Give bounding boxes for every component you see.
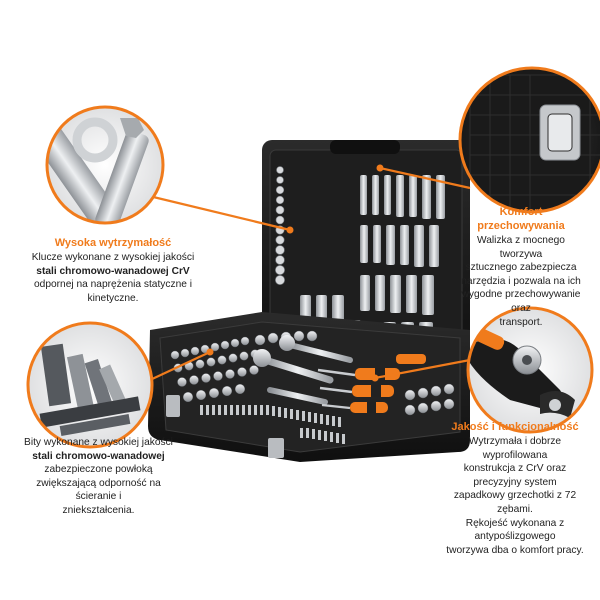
callout-function-line2: konstrukcja z CrV oraz precyzyjny system	[463, 463, 567, 488]
callout-strength-line4: kinetyczne.	[87, 292, 139, 304]
callout-storage-line2: sztucznego zabezpiecza	[465, 262, 577, 274]
callout-strength: Wysoka wytrzymałość Klucze wykonane z wy…	[28, 236, 198, 305]
callout-strength-bold: stali chromowo-wanadowej CrV	[36, 265, 190, 277]
callout-strength-line3: odpornej na naprężenia statyczne i	[33, 279, 192, 291]
screwdrivers	[317, 354, 426, 413]
callout-bits-line5: zniekształcenia.	[62, 504, 135, 516]
socket-grid	[170, 330, 318, 403]
callout-bits-line3: zabezpieczone powłoką	[44, 464, 153, 476]
callout-bits: Bity wykonane z wysokiej jakości stali c…	[16, 436, 181, 518]
callout-storage-line5: transport.	[499, 316, 543, 328]
callout-storage-title: Komfort przechowywania	[477, 206, 565, 232]
detail-circle-case	[458, 66, 600, 214]
callout-strength-line1: Klucze wykonane z wysokiej jakości	[31, 252, 195, 263]
callout-bits-line1: Bity wykonane z wysokiej jakości	[24, 437, 173, 448]
callout-bits-bold: stali chromowo-wanadowej	[32, 450, 165, 462]
detail-circle-bits	[26, 321, 154, 449]
callout-storage: Komfort przechowywania Walizka z mocnego…	[456, 205, 586, 329]
callout-strength-title: Wysoka wytrzymałość	[54, 237, 172, 249]
callout-function-line4: Rękojeść wykonana z antypoślizgowego	[465, 517, 565, 543]
leader-lines	[144, 166, 471, 381]
callout-function-line1: Wytrzymała i dobrze wyprofilowana	[468, 436, 562, 461]
detail-circle-wrenches	[45, 105, 165, 225]
callout-bits-line4: zwiększającą odporność na ścieranie i	[36, 477, 161, 503]
callout-function-line3: zapadkowy grzechotki z 72 zębami.	[453, 490, 577, 515]
leader-dots	[206, 164, 384, 382]
callout-storage-line4: wygodne przechowywanie oraz	[461, 289, 581, 314]
case-base	[148, 312, 470, 462]
socket-grid-right	[404, 383, 455, 416]
bit-rows	[200, 405, 345, 444]
callout-storage-line3: narzędzia i pozwala na ich	[461, 275, 581, 287]
callout-function-title: Jakość i funkcjonalność	[451, 421, 579, 433]
callout-function-line5: tworzywa dba o komfort pracy.	[446, 544, 584, 556]
callout-function: Jakość i funkcjonalność Wytrzymała i dob…	[440, 420, 590, 557]
callout-storage-line1: Walizka z mocnego tworzywa	[477, 235, 565, 260]
detail-circle-ratchet	[466, 306, 594, 434]
ratchet-handles	[253, 335, 353, 405]
wrench-heads	[275, 166, 285, 285]
